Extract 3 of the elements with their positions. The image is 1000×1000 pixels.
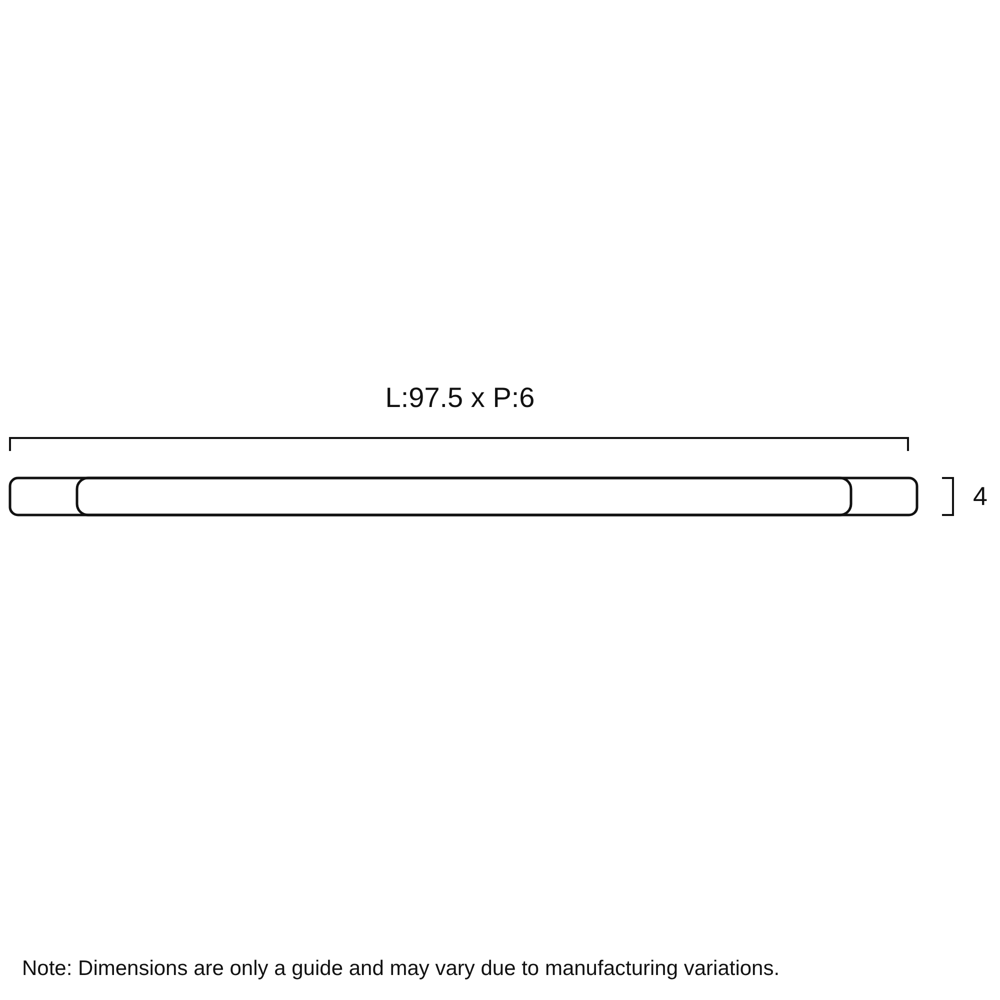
dimension-label: L:97.5 x P:6 [385, 384, 535, 412]
dimension-label: 4 [973, 483, 988, 509]
note-text: Note: Dimensions are only a guide and may vary due to manufacturing variations. [22, 958, 780, 979]
